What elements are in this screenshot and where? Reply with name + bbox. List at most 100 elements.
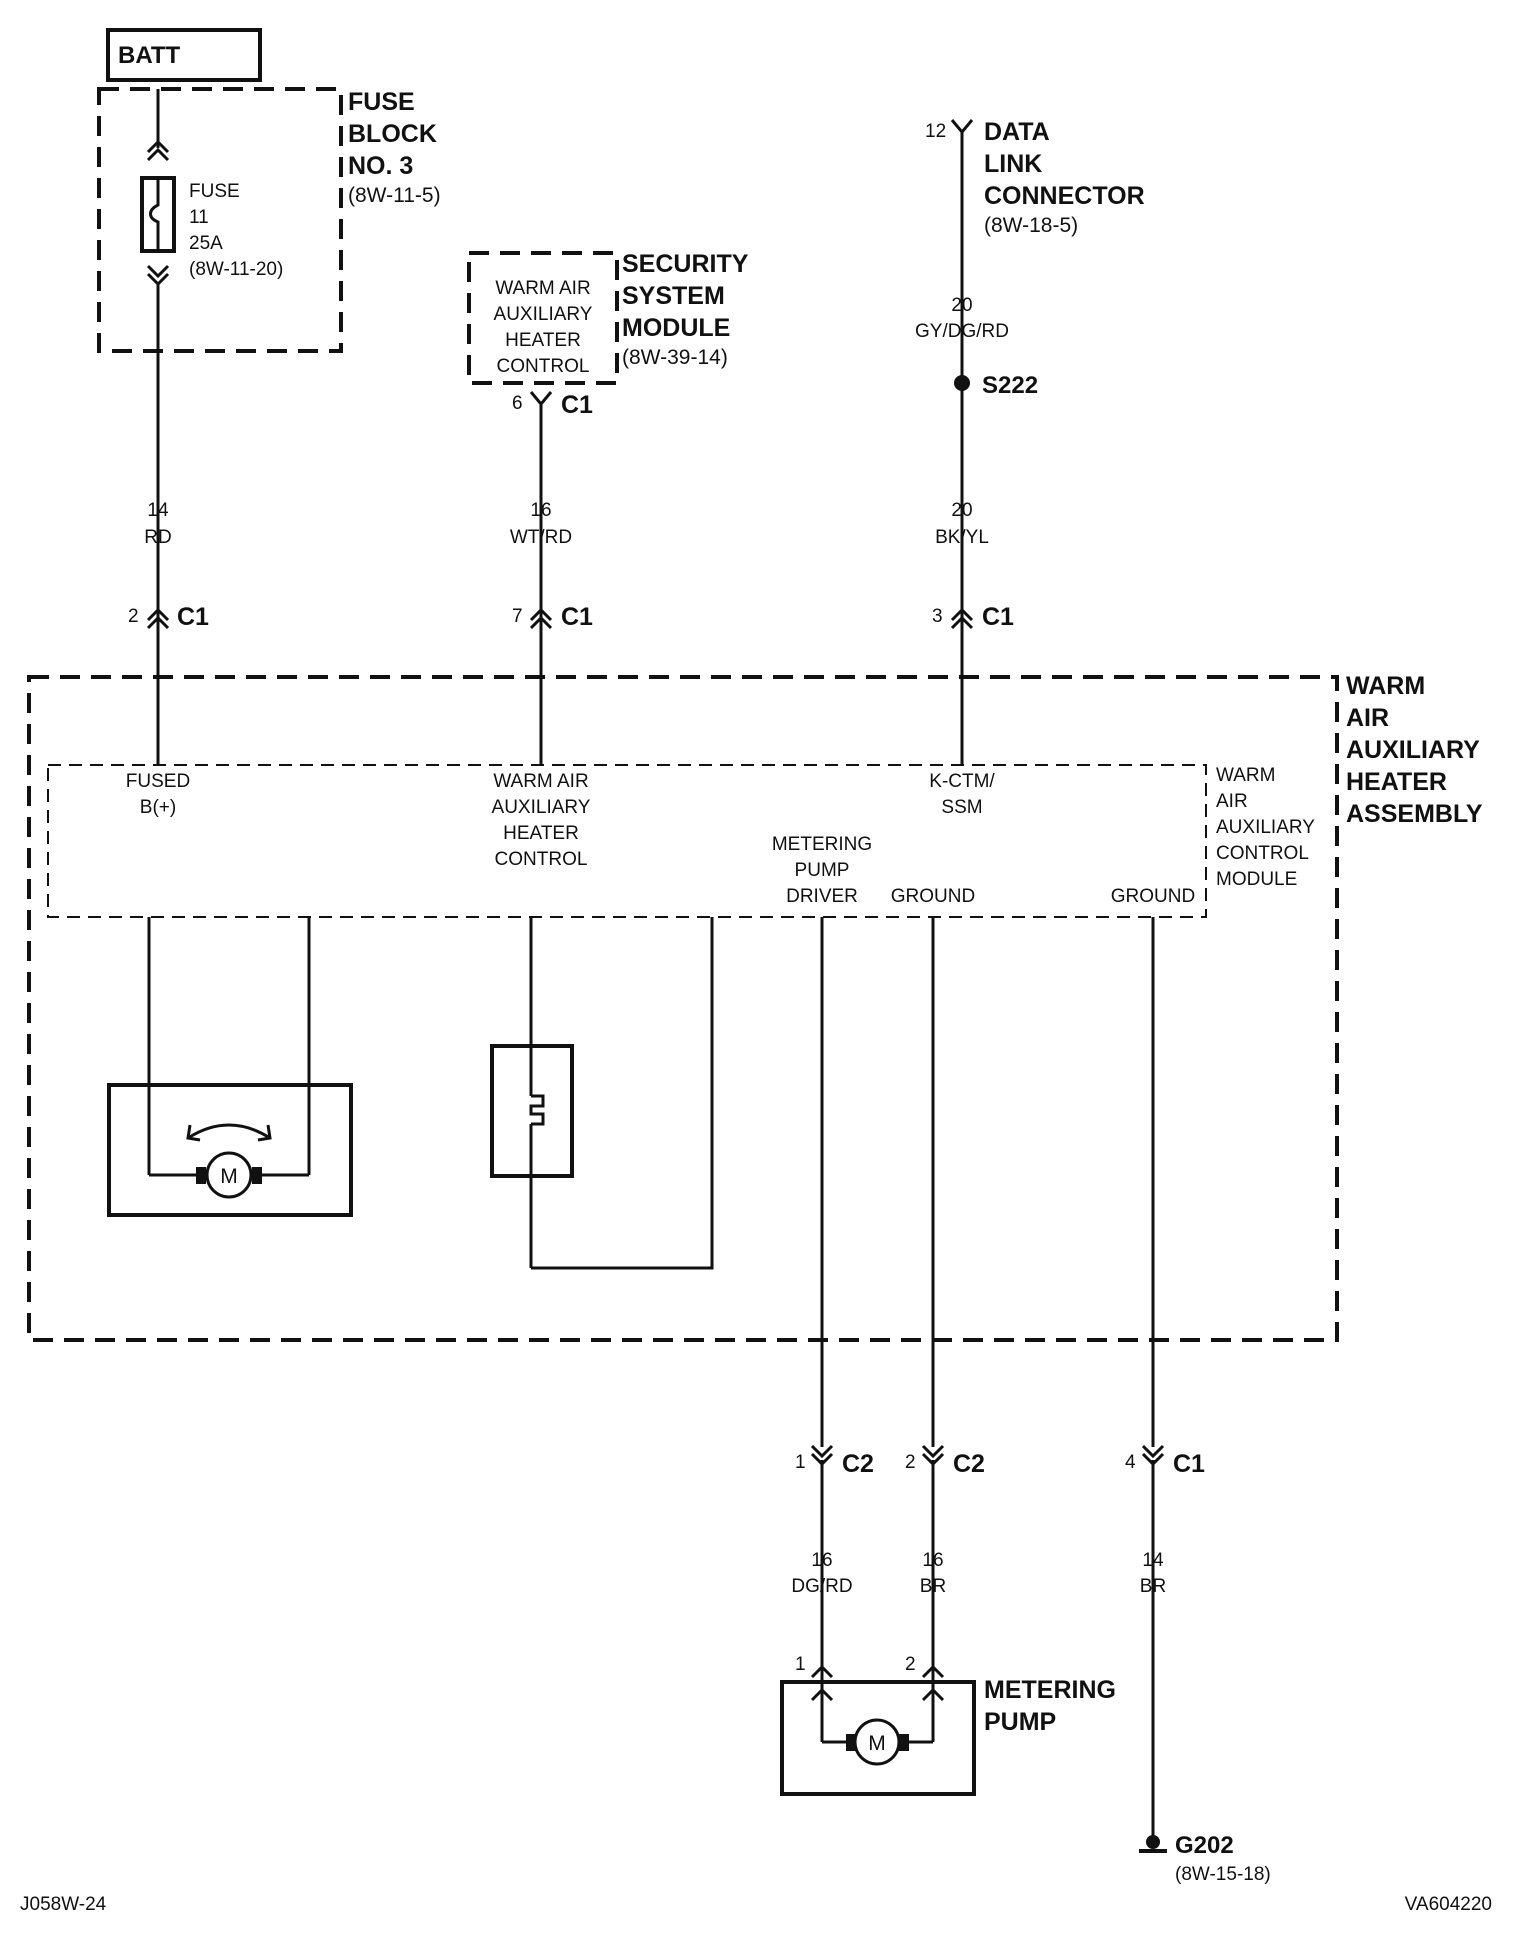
wire-gauge-6: 16 bbox=[922, 1550, 943, 1571]
fuse-symbol bbox=[140, 103, 176, 287]
control-module-title-2: AIR bbox=[1216, 791, 1248, 812]
ssm-inner-2: AUXILIARY bbox=[494, 304, 593, 325]
ground-ref: (8W-15-18) bbox=[1175, 1864, 1271, 1885]
svg-text:C1: C1 bbox=[177, 603, 209, 631]
heater-assembly-title-1: WARM bbox=[1346, 672, 1425, 700]
wire-color-5: DG/RD bbox=[791, 1576, 852, 1597]
svg-text:4: 4 bbox=[1125, 1452, 1136, 1473]
ssm-inner-3: HEATER bbox=[505, 330, 581, 351]
ssm-ref: (8W-39-14) bbox=[622, 346, 728, 369]
heater-assembly: WARM AIR AUXILIARY HEATER ASSEMBLY bbox=[27, 672, 1483, 1342]
dlc-title-1: DATA bbox=[984, 118, 1050, 146]
fuse-block-title-3: NO. 3 bbox=[348, 152, 413, 180]
control-module-title-1: WARM bbox=[1216, 765, 1275, 786]
security-system-module: WARM AIR AUXILIARY HEATER CONTROL SECURI… bbox=[467, 250, 749, 419]
metering-pump-symbol: M bbox=[868, 1732, 886, 1755]
connector-c1-pin3: 3 C1 bbox=[932, 603, 1014, 631]
svg-text:2: 2 bbox=[128, 606, 139, 627]
heater-assembly-title-3: AUXILIARY bbox=[1346, 736, 1480, 764]
connector-c1-pin4: 4 C1 bbox=[1125, 1444, 1205, 1478]
fuse-label-4: (8W-11-20) bbox=[189, 259, 283, 280]
control-module-title-4: CONTROL bbox=[1216, 843, 1309, 864]
connector-c2-pin2: 2 C2 bbox=[905, 1444, 985, 1478]
svg-text:C2: C2 bbox=[953, 1450, 985, 1478]
svg-text:1: 1 bbox=[795, 1452, 806, 1473]
dlc-title-2: LINK bbox=[984, 150, 1042, 178]
control-module-title-5: MODULE bbox=[1216, 869, 1297, 890]
pin-kctm-2: SSM bbox=[941, 797, 982, 818]
ssm-pin-symbol bbox=[529, 391, 553, 407]
heater-assembly-title-2: AIR bbox=[1346, 704, 1389, 732]
pin-fused-2: B(+) bbox=[140, 797, 176, 818]
blower-motor: M bbox=[107, 917, 353, 1217]
connector-c1-pin7: 7 C1 bbox=[512, 603, 593, 631]
dlc-ref: (8W-18-5) bbox=[984, 214, 1078, 237]
metering-pump-title-1: METERING bbox=[984, 1676, 1116, 1704]
dlc-pin: 12 bbox=[925, 121, 946, 142]
metering-pump-pin-2: 2 bbox=[905, 1654, 916, 1675]
fuse-block-ref: (8W-11-5) bbox=[348, 184, 441, 207]
footer-right-code: VA604220 bbox=[1405, 1894, 1492, 1915]
batt-box: BATT bbox=[106, 28, 262, 82]
wire-gauge-3: 20 bbox=[951, 295, 972, 316]
connector-c1-pin2: 2 C1 bbox=[128, 603, 209, 631]
wire-color-7: BR bbox=[1140, 1576, 1166, 1597]
svg-text:C2: C2 bbox=[842, 1450, 874, 1478]
pin-metering-3: DRIVER bbox=[786, 886, 858, 907]
blower-motor-symbol: M bbox=[220, 1165, 238, 1188]
heater-assembly-title-5: ASSEMBLY bbox=[1346, 800, 1483, 828]
ssm-title-2: SYSTEM bbox=[622, 282, 725, 310]
wire-color-3: GY/DG/RD bbox=[915, 321, 1009, 342]
metering-pump-title-2: PUMP bbox=[984, 1708, 1056, 1736]
wire-gauge-7: 14 bbox=[1142, 1550, 1164, 1571]
dlc-title-3: CONNECTOR bbox=[984, 182, 1145, 210]
metering-pump: 1 2 M METERING PUMP bbox=[780, 1654, 1116, 1796]
ssm-title-3: MODULE bbox=[622, 314, 730, 342]
svg-text:C1: C1 bbox=[561, 603, 593, 631]
ssm-inner-4: CONTROL bbox=[497, 356, 590, 377]
heater-assembly-title-4: HEATER bbox=[1346, 768, 1447, 796]
batt-label: BATT bbox=[118, 42, 181, 69]
fuse-block-title-2: BLOCK bbox=[348, 120, 437, 148]
wire-color-4: BK/YL bbox=[935, 527, 989, 548]
dlc-pin-symbol bbox=[950, 119, 974, 135]
fuse-label-3: 25A bbox=[189, 233, 223, 254]
data-link-connector: 12 DATA LINK CONNECTOR (8W-18-5) bbox=[925, 118, 1145, 237]
svg-text:3: 3 bbox=[932, 606, 943, 627]
svg-text:7: 7 bbox=[512, 606, 523, 627]
heater-element bbox=[490, 917, 714, 1270]
svg-text:C1: C1 bbox=[1173, 1450, 1205, 1478]
pin-fused-1: FUSED bbox=[126, 771, 190, 792]
wire-gauge-2: 16 bbox=[530, 500, 551, 521]
ground-g202: G202 (8W-15-18) bbox=[1139, 1832, 1271, 1885]
svg-text:2: 2 bbox=[905, 1452, 916, 1473]
svg-text:C1: C1 bbox=[982, 603, 1014, 631]
metering-pump-pin-1: 1 bbox=[795, 1654, 806, 1675]
ssm-title-1: SECURITY bbox=[622, 250, 749, 278]
pin-kctm-1: K-CTM/ bbox=[929, 771, 995, 792]
connector-c2-pin1: 1 C2 bbox=[795, 1444, 874, 1478]
fuse-label-2: 11 bbox=[189, 207, 209, 228]
ssm-pin: 6 bbox=[512, 393, 523, 414]
wire-gauge-1: 14 bbox=[147, 500, 169, 521]
splice-dot bbox=[954, 375, 970, 391]
footer-left-code: J058W-24 bbox=[20, 1894, 107, 1915]
pin-ground-1: GROUND bbox=[891, 886, 975, 907]
splice-label: S222 bbox=[982, 372, 1038, 399]
fuse-label-1: FUSE bbox=[189, 181, 240, 202]
wire-gauge-4: 20 bbox=[951, 500, 972, 521]
control-module-title-3: AUXILIARY bbox=[1216, 817, 1315, 838]
pin-metering-1: METERING bbox=[772, 834, 872, 855]
ssm-conn: C1 bbox=[561, 391, 593, 419]
pin-warm-air-4: CONTROL bbox=[495, 849, 588, 870]
ground-label: G202 bbox=[1175, 1832, 1234, 1859]
wire-color-1: RD bbox=[144, 527, 171, 548]
pin-warm-air-1: WARM AIR bbox=[493, 771, 588, 792]
pin-warm-air-2: AUXILIARY bbox=[492, 797, 591, 818]
control-module: WARM AIR AUXILIARY CONTROL MODULE FUSED … bbox=[47, 764, 1315, 918]
ssm-inner-1: WARM AIR bbox=[495, 278, 590, 299]
pin-warm-air-3: HEATER bbox=[503, 823, 579, 844]
fuse-block-title-1: FUSE bbox=[348, 88, 415, 116]
wire-color-6: BR bbox=[920, 1576, 946, 1597]
